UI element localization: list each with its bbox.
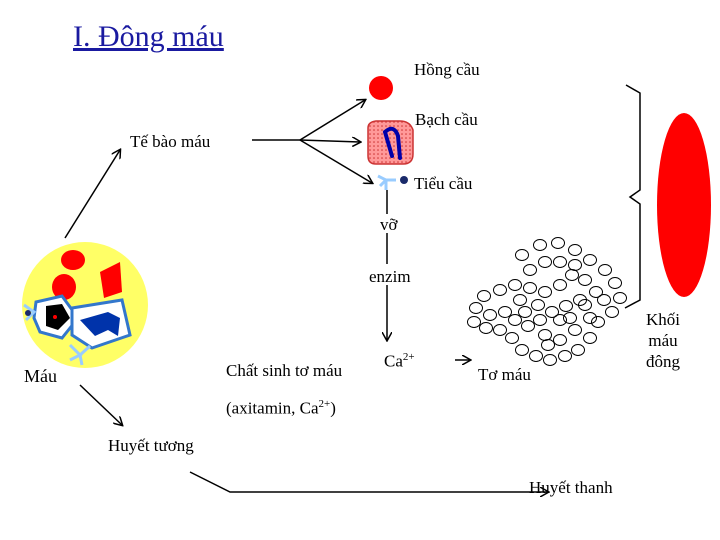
fibrin-ring [568, 259, 582, 271]
arrow-to-white-cell [299, 140, 360, 142]
label-blood-cells: Tế bào máu [130, 132, 211, 151]
label-enzyme: enzim [369, 267, 411, 286]
fibrin-ring [508, 279, 522, 291]
arrow-to-blood-cells [64, 150, 120, 239]
nucleus [46, 304, 70, 330]
fibrin-ring [538, 329, 552, 341]
label-fibrin: Tơ máu [478, 365, 531, 384]
fibrin-ring [553, 314, 567, 326]
fibrin-ring [563, 312, 577, 324]
fibrin-ring [523, 264, 537, 276]
label-axitamin: (axitamin, Ca2+) [226, 398, 336, 418]
fibrin-ring [553, 256, 567, 268]
label-plasma: Huyết tương [108, 436, 194, 455]
label-serum: Huyết thanh [529, 478, 613, 497]
red-blood-cell [52, 274, 76, 300]
fibrin-ring [498, 306, 512, 318]
fibrin-ring [469, 302, 483, 314]
fibrin-ring [565, 269, 579, 281]
fibrin-ring [559, 300, 573, 312]
fibrin-ring [553, 334, 567, 346]
fibrin-ring [545, 306, 559, 318]
nucleus [80, 312, 120, 336]
arrow-to-serum [189, 471, 548, 492]
fibrin-ring [568, 244, 582, 256]
platelet-icon [377, 174, 408, 190]
fibrin-ring [608, 277, 622, 289]
fibrin-ring [551, 237, 565, 249]
fibrin-ring [553, 279, 567, 291]
red-cell-icon [369, 76, 393, 100]
fibrin-ring [538, 256, 552, 268]
fibrin-ring [533, 314, 547, 326]
red-blood-cell [100, 262, 122, 298]
blood-clot [657, 113, 711, 297]
fibrin-ring [529, 350, 543, 362]
fibrin-ring [578, 299, 592, 311]
fibrin-ring [543, 354, 557, 366]
arrow-to-platelet [299, 139, 372, 183]
fibrin-ring [493, 324, 507, 336]
fibrin-ring [598, 264, 612, 276]
fibrin-ring [578, 274, 592, 286]
fibrin-ring [493, 284, 507, 296]
white-cell-icon [367, 120, 414, 165]
fibrin-ring [558, 350, 572, 362]
fibrin-ring [568, 324, 582, 336]
fibrin-ring [571, 344, 585, 356]
fibrin-ring [597, 294, 611, 306]
label-rupture: vỡ [380, 215, 398, 234]
fibrin-ring [483, 309, 497, 321]
fibrin-ring [521, 320, 535, 332]
fibrin-ring [523, 282, 537, 294]
red-blood-cell [61, 250, 85, 270]
fibrin-ring [613, 292, 627, 304]
fibrin-ring [583, 312, 597, 324]
fibrin-ring [541, 339, 555, 351]
fibrin-ring [515, 344, 529, 356]
fibrin-ring [479, 322, 493, 334]
fibrin-ring [505, 332, 519, 344]
fibrin-ring [477, 290, 491, 302]
fibrin-ring [531, 299, 545, 311]
arrow-to-plasma [79, 384, 122, 425]
label-blood-clot: Khối máu đông [646, 310, 680, 371]
label-blood: Máu [24, 366, 57, 386]
fibrin-ring [605, 306, 619, 318]
page-title: I. Đông máu [73, 20, 224, 53]
fibrin-ring [538, 286, 552, 298]
fibrin-ring [515, 249, 529, 261]
label-calcium: Ca2+ [384, 351, 415, 371]
fibrin-ring [467, 316, 481, 328]
label-fibrinogen: Chất sinh tơ máu [226, 361, 343, 380]
blood-sample-illustration [22, 242, 148, 368]
label-red-blood-cell: Hồng cầu [414, 60, 480, 79]
label-platelet: Tiểu cầu [414, 174, 473, 193]
fibrin-ring [589, 286, 603, 298]
fibrin-ring [518, 306, 532, 318]
fibrin-ring [508, 314, 522, 326]
grouping-brace [624, 84, 641, 309]
fibrin-ring [533, 239, 547, 251]
fibrin-ring [583, 332, 597, 344]
label-white-blood-cell: Bạch cầu [415, 110, 478, 129]
fibrin-ring [513, 294, 527, 306]
fibrin-ring [591, 316, 605, 328]
fibrin-ring [583, 254, 597, 266]
arrow-to-red-cell [299, 100, 365, 141]
fibrin-mesh [467, 237, 627, 366]
